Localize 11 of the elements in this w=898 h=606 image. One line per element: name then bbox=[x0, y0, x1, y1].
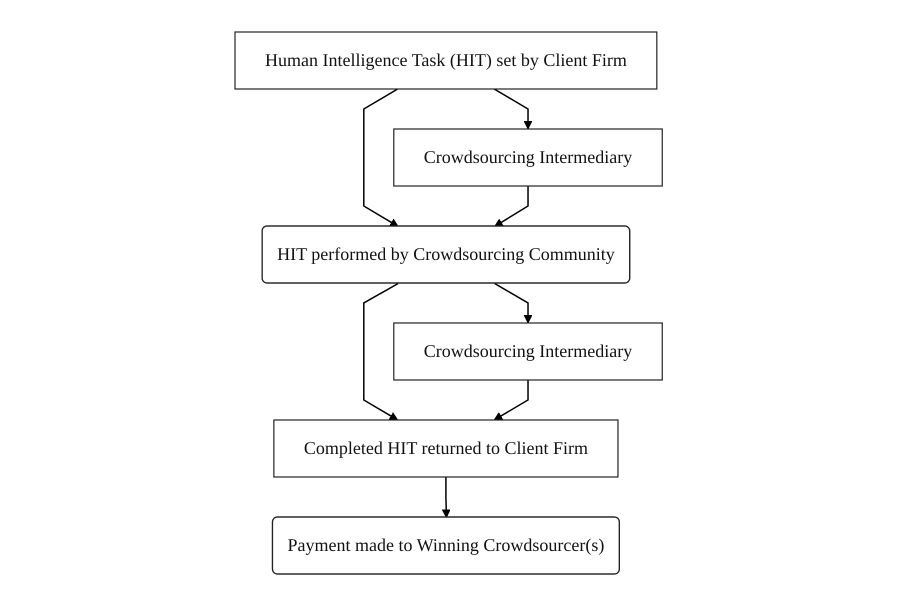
arrow bbox=[363, 282, 399, 420]
arrow bbox=[494, 282, 533, 324]
arrow bbox=[494, 186, 530, 227]
arrow bbox=[363, 88, 399, 227]
node-box: Crowdsourcing Intermediary bbox=[394, 322, 664, 381]
node-box: Human Intelligence Task (HIT) set by Client Firm bbox=[234, 31, 658, 90]
node-box: Completed HIT returned to Client Firm bbox=[274, 419, 619, 478]
node-box: Crowdsourcing Intermediary bbox=[394, 128, 664, 187]
arrow bbox=[442, 476, 451, 518]
arrow bbox=[494, 380, 530, 420]
arrow bbox=[494, 88, 533, 130]
